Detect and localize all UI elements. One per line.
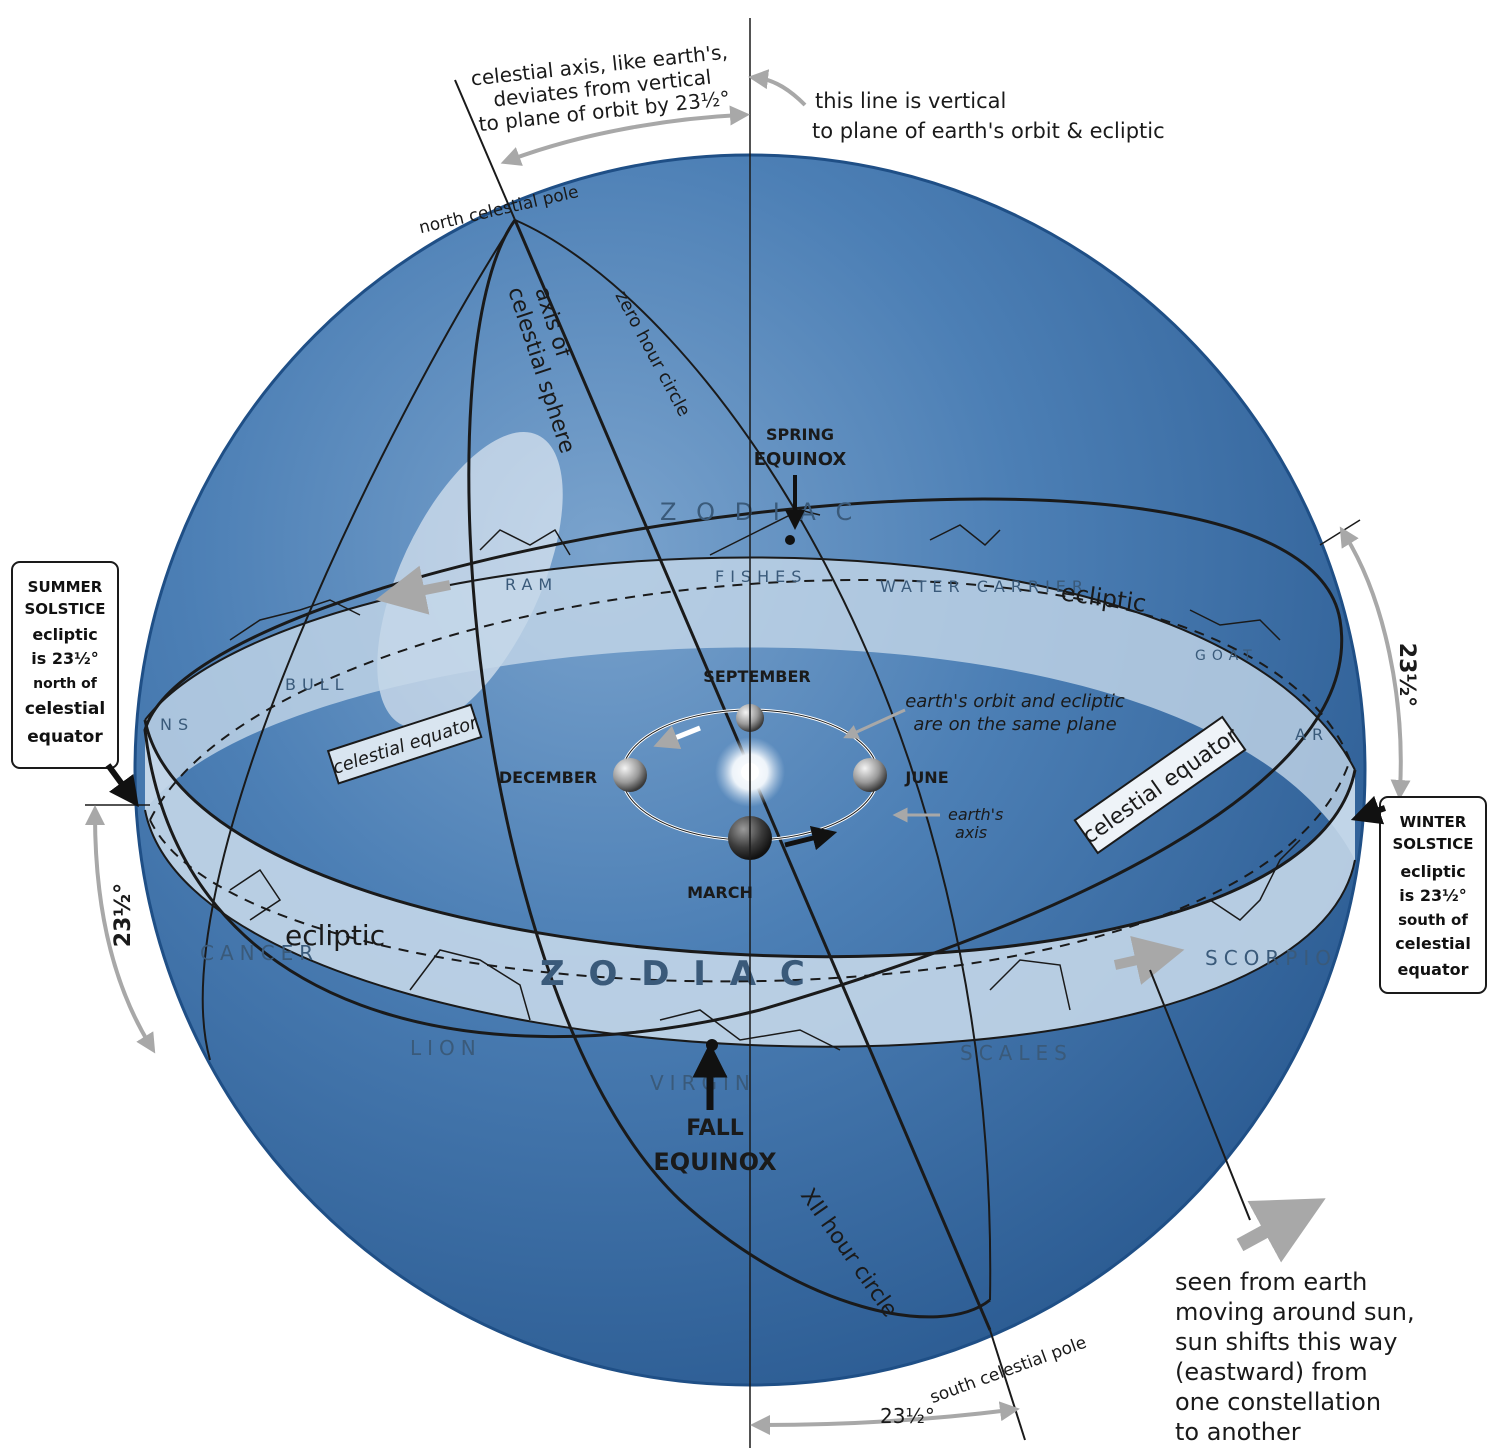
ns-label: NS xyxy=(160,715,194,734)
ram-constellation xyxy=(479,528,571,556)
fall-equinox-label-2: EQUINOX xyxy=(653,1148,777,1176)
goat-constellation xyxy=(1189,609,1281,641)
bottom-angle-label: 23½° xyxy=(880,1404,935,1428)
water-carrier-constellation xyxy=(929,524,1001,547)
virgin-label: VIRGIN xyxy=(650,1071,756,1095)
winter-solstice-title-2: SOLSTICE xyxy=(1393,835,1474,853)
summer-solstice-line-3: ecliptic xyxy=(32,625,97,644)
vertical-note-1: this line is vertical xyxy=(815,89,1006,113)
zodiac-label-front: Z O D I A C xyxy=(540,954,811,994)
water-carrier-label: WATER CARRIER xyxy=(880,577,1089,596)
celestial-equator-box-right xyxy=(1073,715,1247,855)
bull-label: BULL xyxy=(285,675,350,694)
winter-solstice-line-5: south of xyxy=(1398,911,1468,929)
top-angle-arrow xyxy=(500,105,750,166)
winter-solstice-line-3: ecliptic xyxy=(1400,862,1465,881)
sun-shift-4: (eastward) from xyxy=(1175,1358,1368,1386)
zodiac-label-back: Z O D I A C xyxy=(660,498,858,526)
celestial-axis-extension-top xyxy=(454,79,516,221)
june-label: JUNE xyxy=(904,768,948,787)
sun-shift-1: seen from earth xyxy=(1175,1268,1367,1296)
earths-axis-label-1: earth's xyxy=(948,805,1003,824)
ecliptic-line-back xyxy=(149,579,1351,821)
scales-label: SCALES xyxy=(960,1041,1073,1065)
winter-tick xyxy=(1319,519,1361,546)
spring-equinox-label-2: EQUINOX xyxy=(754,449,847,470)
ecliptic-label-front: ecliptic xyxy=(285,919,385,952)
fishes-label: FISHES xyxy=(715,567,807,586)
summer-solstice-line-6: celestial xyxy=(25,699,105,719)
right-angle-arrow xyxy=(1339,526,1411,800)
december-label: DECEMBER xyxy=(499,768,597,787)
march-label: MARCH xyxy=(687,883,753,902)
winter-solstice-title-1: WINTER xyxy=(1400,813,1467,831)
summer-solstice-line-7: equator xyxy=(27,727,103,747)
spring-equinox-dot xyxy=(785,535,795,545)
vertical-note-2: to plane of earth's orbit & ecliptic xyxy=(812,119,1165,143)
zodiac-band-front xyxy=(145,720,1355,1047)
left-angle-arrow xyxy=(85,805,156,1054)
winter-solstice-line-6: celestial xyxy=(1395,934,1471,953)
ram-label: RAM xyxy=(505,575,558,594)
scorpion-constellation xyxy=(1209,839,1301,921)
lion-constellation xyxy=(409,949,531,1021)
spring-equinox-label-1: SPRING xyxy=(766,425,834,444)
sun-shift-pointer xyxy=(1149,969,1251,1221)
bottom-angle-arrow xyxy=(750,1401,1020,1435)
great-circle xyxy=(201,219,516,1061)
summer-solstice-pointer xyxy=(105,763,139,808)
celestial-equator-box-left xyxy=(326,703,483,785)
orbit-arrow-march xyxy=(784,825,838,851)
orbit-note-2: are on the same plane xyxy=(913,714,1116,735)
summer-solstice-line-4: is 23½° xyxy=(31,649,98,668)
band-arrow-front xyxy=(1113,936,1185,985)
september-label: SEPTEMBER xyxy=(703,667,810,686)
summer-solstice-line-5: north of xyxy=(33,676,98,692)
fall-equinox-dot xyxy=(706,1039,718,1051)
summer-solstice-title-2: SOLSTICE xyxy=(25,600,106,618)
summer-solstice-title-1: SUMMER xyxy=(28,578,103,596)
twelve-hour-circle xyxy=(467,219,991,1319)
earths-axis-label-2: axis xyxy=(955,823,987,842)
zodiac-band-back xyxy=(145,557,1355,860)
right-angle-label: 23½° xyxy=(1394,643,1419,707)
earth-june xyxy=(853,758,887,792)
goat-label: GOAT xyxy=(1195,648,1258,664)
orbit-arrow-september xyxy=(653,725,701,749)
fall-equinox-label-1: FALL xyxy=(686,1116,744,1141)
winter-solstice-pointer xyxy=(1350,795,1386,825)
scorpion-label: SCORPION xyxy=(1205,946,1358,970)
winter-solstice-line-4: is 23½° xyxy=(1399,886,1466,905)
winter-solstice-box xyxy=(1379,796,1487,994)
scales-constellation xyxy=(989,959,1071,1011)
sun-shift-arrow xyxy=(1236,1198,1326,1263)
winter-solstice-line-7: equator xyxy=(1397,960,1468,979)
celestial-equator-ring xyxy=(143,497,1344,1038)
bull-constellation xyxy=(229,599,361,641)
orbit-note-1: earth's orbit and ecliptic xyxy=(905,691,1125,712)
fishes-constellation xyxy=(709,509,821,556)
earth-december xyxy=(613,758,647,792)
lion-label: LION xyxy=(410,1036,482,1060)
vertical-note-arrow xyxy=(748,69,807,107)
left-angle-label: 23½° xyxy=(111,883,136,947)
zero-hour-circle xyxy=(514,219,992,1301)
virgin-constellation xyxy=(659,1009,841,1051)
sun-shift-6: to another xyxy=(1175,1418,1301,1446)
cancer-constellation xyxy=(229,868,282,921)
orbit-note-arrow xyxy=(843,708,906,739)
ecliptic-line-front xyxy=(149,759,1351,983)
sun-shift-3: sun shifts this way xyxy=(1175,1328,1397,1356)
cancer-label: CANCER xyxy=(200,941,319,965)
summer-solstice-box xyxy=(11,561,119,769)
sun-shift-5: one constellation xyxy=(1175,1388,1381,1416)
band-arrow-back xyxy=(375,565,451,615)
ar-label: AR xyxy=(1295,725,1329,744)
sun-shift-2: moving around sun, xyxy=(1175,1298,1415,1326)
